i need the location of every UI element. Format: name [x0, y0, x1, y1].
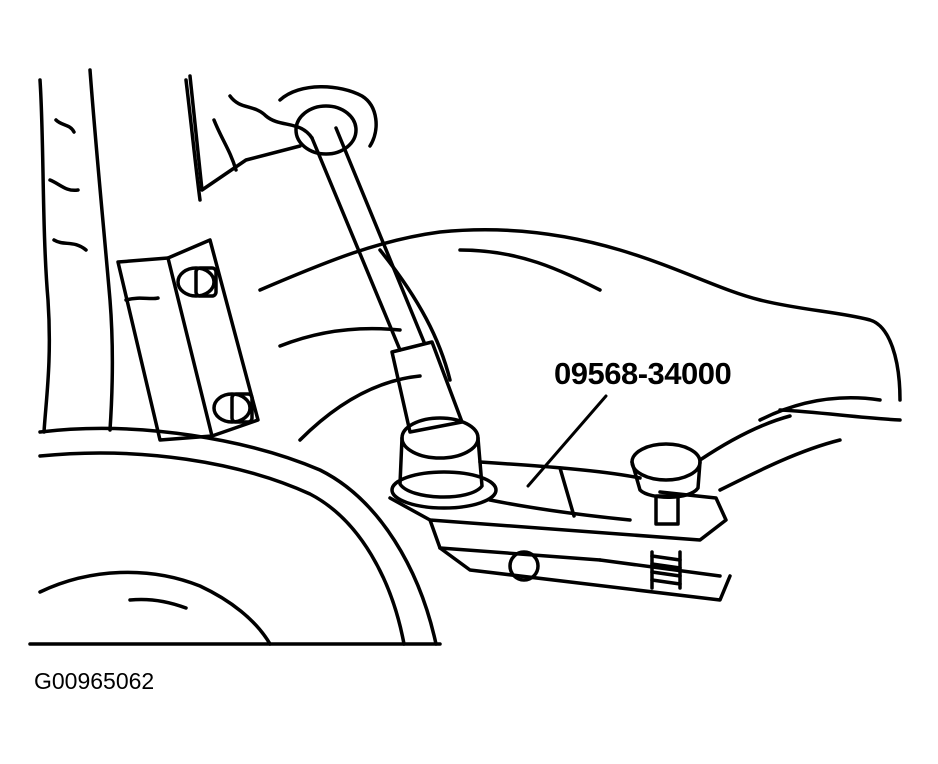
knuckle-bracket: [116, 238, 260, 442]
wheel-rotor: [28, 426, 442, 646]
tool-part-number-label: 09568-34000: [554, 356, 732, 391]
extension-bar: [278, 85, 464, 434]
upper-bolt: [176, 266, 218, 298]
body-panel: [258, 228, 902, 442]
callout-leader-line: [526, 394, 608, 488]
strut-assembly: [38, 68, 314, 434]
figure-id: G00965062: [34, 668, 155, 694]
lower-bolt: [212, 392, 254, 424]
tie-rod: [478, 396, 882, 522]
pressure-screw: [650, 550, 682, 590]
ball-joint-puller: [388, 414, 792, 602]
socket: [390, 416, 498, 510]
